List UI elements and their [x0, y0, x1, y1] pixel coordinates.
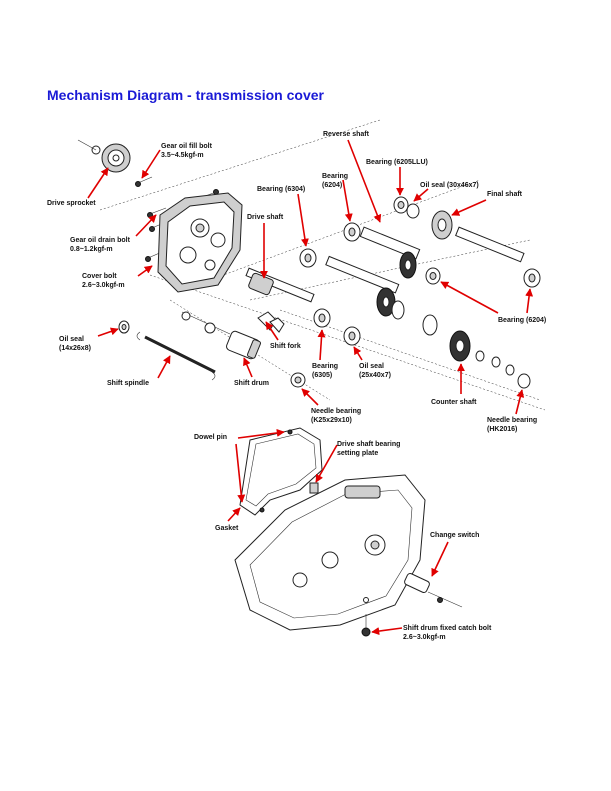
- label-drive-sprocket: Drive sprocket: [47, 200, 96, 207]
- drive-sprocket: [77, 139, 131, 173]
- oil-seal-14x26x8: [118, 320, 130, 334]
- change-switch: [404, 572, 463, 608]
- shift-drum: [226, 330, 261, 360]
- final-shaft: [431, 210, 525, 263]
- label-reverse-shaft: Reverse shaft: [323, 131, 370, 138]
- label-gear-oil-fill-torque: 3.5~4.5kgf-m: [161, 152, 204, 159]
- label-gear-oil-drain-bolt: Gear oil drain bolt: [70, 237, 131, 244]
- label-oil-seal-25-1: Oil seal: [359, 363, 384, 370]
- label-change-switch: Change switch: [430, 532, 479, 539]
- label-drive-shaft-bearing-plate-1: Drive shaft bearing: [337, 441, 400, 448]
- labels: Reverse shaft Gear oil fill bolt 3.5~4.5…: [47, 131, 546, 641]
- counter-shaft: [325, 255, 515, 376]
- bearings: [290, 196, 541, 389]
- label-bearing-6204-upper-2: (6204): [322, 182, 342, 189]
- label-counter-shaft: Counter shaft: [431, 399, 477, 406]
- gasket: [239, 427, 323, 516]
- label-gasket: Gasket: [215, 525, 239, 532]
- label-gear-oil-fill-bolt: Gear oil fill bolt: [161, 143, 213, 150]
- reverse-shaft: [359, 226, 421, 279]
- label-shift-fork: Shift fork: [270, 343, 301, 350]
- label-bearing-6305-1: Bearing: [312, 363, 338, 370]
- label-shift-drum-catch-torque: 2.6~3.0kgf-m: [403, 634, 446, 641]
- shift-spindle: [136, 331, 216, 381]
- shift-drum-catch-bolt: [361, 597, 371, 637]
- label-oil-seal-left-2: (14x26x8): [59, 345, 91, 352]
- label-bearing-6204-right: Bearing (6204): [498, 317, 546, 324]
- transmission-cover: [157, 192, 243, 293]
- label-bearing-6304: Bearing (6304): [257, 186, 305, 193]
- label-shift-drum-catch-bolt: Shift drum fixed catch bolt: [403, 625, 492, 632]
- crankcase-view: [234, 427, 463, 637]
- label-needle-bearing-hk-2: (HK2016): [487, 426, 517, 433]
- callout-arrows: [87, 139, 534, 636]
- label-cover-bolt-torque: 2.6~3.0kgf-m: [82, 282, 125, 289]
- label-final-shaft: Final shaft: [487, 191, 523, 198]
- label-bearing-6204-upper-1: Bearing: [322, 173, 348, 180]
- label-bearing-6305-2: (6305): [312, 372, 332, 379]
- label-shift-spindle: Shift spindle: [107, 380, 149, 387]
- page-title: Mechanism Diagram - transmission cover: [47, 87, 324, 103]
- label-shift-drum: Shift drum: [234, 380, 269, 387]
- shift-fork: [181, 311, 285, 335]
- label-needle-bearing-k25-2: (K25x29x10): [311, 417, 352, 424]
- label-oil-seal-30x46x7: Oil seal (30x46x7): [420, 182, 479, 189]
- setting-plate: [309, 482, 319, 494]
- label-drive-shaft-bearing-plate-2: setting plate: [337, 450, 378, 457]
- label-needle-bearing-k25-1: Needle bearing: [311, 408, 361, 415]
- drive-shaft: [245, 267, 315, 303]
- label-gear-oil-drain-torque: 0.8~1.2kgf-m: [70, 246, 113, 253]
- label-needle-bearing-hk-1: Needle bearing: [487, 417, 537, 424]
- label-bearing-6205llu: Bearing (6205LLU): [366, 159, 428, 166]
- label-oil-seal-25-2: (25x40x7): [359, 372, 391, 379]
- exploded-view: [77, 119, 546, 411]
- label-drive-shaft: Drive shaft: [247, 214, 284, 221]
- label-cover-bolt: Cover bolt: [82, 273, 117, 280]
- label-dowel-pin: Dowel pin: [194, 434, 227, 441]
- label-oil-seal-left-1: Oil seal: [59, 336, 84, 343]
